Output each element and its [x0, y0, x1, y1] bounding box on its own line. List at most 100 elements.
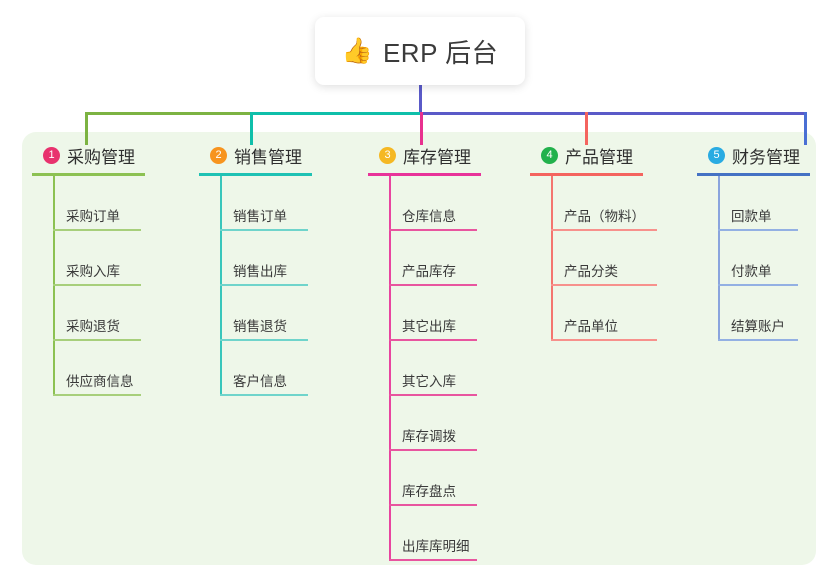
branch-item-underline — [389, 339, 477, 341]
purple-segment — [420, 112, 806, 115]
branch-item[interactable]: 结算账户 — [718, 286, 810, 341]
teal-segment — [250, 112, 422, 115]
branch-item[interactable]: 其它入库 — [389, 341, 481, 396]
root-node[interactable]: 👍 ERP 后台 — [315, 17, 525, 85]
branch-item-underline — [53, 339, 141, 341]
branch-item-label: 销售订单 — [233, 209, 287, 225]
branch-title: 销售管理 — [234, 147, 302, 167]
branch-title: 产品管理 — [565, 147, 633, 167]
branch-item-underline — [53, 229, 141, 231]
branch-item-underline — [220, 394, 308, 396]
green-segment — [85, 112, 252, 115]
branch-items: 采购订单采购入库采购退货供应商信息 — [32, 176, 145, 396]
branch-item[interactable]: 付款单 — [718, 231, 810, 286]
branch-item[interactable]: 客户信息 — [220, 341, 312, 396]
branch-item-label: 采购退货 — [66, 319, 120, 335]
branch-item-underline — [551, 284, 657, 286]
branch-spine — [551, 176, 553, 341]
branch-item[interactable]: 采购订单 — [53, 176, 145, 231]
branch-item[interactable]: 采购退货 — [53, 286, 145, 341]
branch-item-underline — [718, 339, 798, 341]
branch-spine — [389, 176, 391, 561]
branch-item-label: 库存盘点 — [402, 484, 456, 500]
branch-header-5[interactable]: 5 财务管理 — [697, 142, 810, 168]
branch-item[interactable]: 销售退货 — [220, 286, 312, 341]
branch-item[interactable]: 产品分类 — [551, 231, 657, 286]
branch-item-underline — [220, 229, 308, 231]
branch-item-label: 客户信息 — [233, 374, 287, 390]
branch-item-label: 销售出库 — [233, 264, 287, 280]
branch-item-underline — [220, 284, 308, 286]
branch-item[interactable]: 销售出库 — [220, 231, 312, 286]
branch-item[interactable]: 仓库信息 — [389, 176, 481, 231]
branch-column-2: 2 销售管理销售订单销售出库销售退货客户信息 — [199, 142, 312, 396]
branch-item[interactable]: 采购入库 — [53, 231, 145, 286]
branch-item-label: 产品分类 — [564, 264, 618, 280]
branch-spine — [220, 176, 222, 396]
branch-number-badge: 4 — [541, 146, 558, 164]
branch-item-label: 仓库信息 — [402, 209, 456, 225]
drop-5-connector — [804, 112, 807, 145]
branch-item[interactable]: 回款单 — [718, 176, 810, 231]
branch-item-label: 采购入库 — [66, 264, 120, 280]
branch-item-label: 付款单 — [731, 264, 772, 280]
thumbs-up-icon: 👍 — [341, 36, 373, 65]
branch-item-label: 产品单位 — [564, 319, 618, 335]
branch-items: 销售订单销售出库销售退货客户信息 — [199, 176, 312, 396]
drop-3-connector — [420, 112, 423, 145]
branch-header-2[interactable]: 2 销售管理 — [199, 142, 312, 168]
branch-item-label: 库存调拨 — [402, 429, 456, 445]
branch-header-3[interactable]: 3 库存管理 — [368, 142, 481, 168]
branch-header-4[interactable]: 4 产品管理 — [530, 142, 645, 168]
branch-number-badge: 5 — [708, 146, 725, 164]
branch-item-label: 产品（物料） — [564, 209, 645, 225]
branch-item-underline — [53, 284, 141, 286]
branch-item-underline — [220, 339, 308, 341]
branch-item-underline — [718, 229, 798, 231]
branch-item-underline — [389, 559, 477, 561]
branch-spine — [718, 176, 720, 341]
branch-item-underline — [389, 284, 477, 286]
branch-header-underline — [530, 173, 643, 176]
branch-items: 回款单付款单结算账户 — [697, 176, 810, 341]
branch-header-underline — [32, 173, 145, 176]
branch-item[interactable]: 出库库明细 — [389, 506, 481, 561]
branch-item[interactable]: 其它出库 — [389, 286, 481, 341]
root-stem-connector — [419, 85, 422, 115]
branch-column-5: 5 财务管理回款单付款单结算账户 — [697, 142, 810, 341]
drop-1-connector — [85, 112, 88, 145]
branch-item-underline — [389, 229, 477, 231]
branch-items: 仓库信息产品库存其它出库其它入库库存调拨库存盘点出库库明细 — [368, 176, 481, 561]
branch-item-underline — [53, 394, 141, 396]
branch-item-label: 其它出库 — [402, 319, 456, 335]
branch-column-1: 1 采购管理采购订单采购入库采购退货供应商信息 — [32, 142, 145, 396]
branch-item[interactable]: 库存盘点 — [389, 451, 481, 506]
branch-number-badge: 1 — [43, 146, 60, 164]
branch-title: 库存管理 — [403, 147, 471, 167]
branch-item-label: 回款单 — [731, 209, 772, 225]
branch-number-badge: 2 — [210, 146, 227, 164]
root-title: ERP 后台 — [382, 37, 499, 68]
branch-item[interactable]: 产品库存 — [389, 231, 481, 286]
branch-title: 采购管理 — [67, 147, 135, 167]
drop-2-connector — [250, 112, 253, 145]
branch-item-underline — [551, 339, 657, 341]
branch-item-label: 销售退货 — [233, 319, 287, 335]
branch-header-underline — [199, 173, 312, 176]
branch-item[interactable]: 库存调拨 — [389, 396, 481, 451]
branch-item[interactable]: 产品单位 — [551, 286, 657, 341]
branch-header-underline — [368, 173, 481, 176]
branch-item[interactable]: 销售订单 — [220, 176, 312, 231]
branch-column-3: 3 库存管理仓库信息产品库存其它出库其它入库库存调拨库存盘点出库库明细 — [368, 142, 481, 561]
branch-item[interactable]: 产品（物料） — [551, 176, 657, 231]
branch-title: 财务管理 — [732, 147, 800, 167]
branch-item-label: 供应商信息 — [66, 374, 134, 390]
branch-header-1[interactable]: 1 采购管理 — [32, 142, 145, 168]
branch-item-underline — [718, 284, 798, 286]
branch-item-label: 结算账户 — [731, 319, 785, 335]
branches-panel — [22, 132, 816, 565]
branch-item[interactable]: 供应商信息 — [53, 341, 145, 396]
branch-number-badge: 3 — [379, 146, 396, 164]
branch-item-label: 其它入库 — [402, 374, 456, 390]
